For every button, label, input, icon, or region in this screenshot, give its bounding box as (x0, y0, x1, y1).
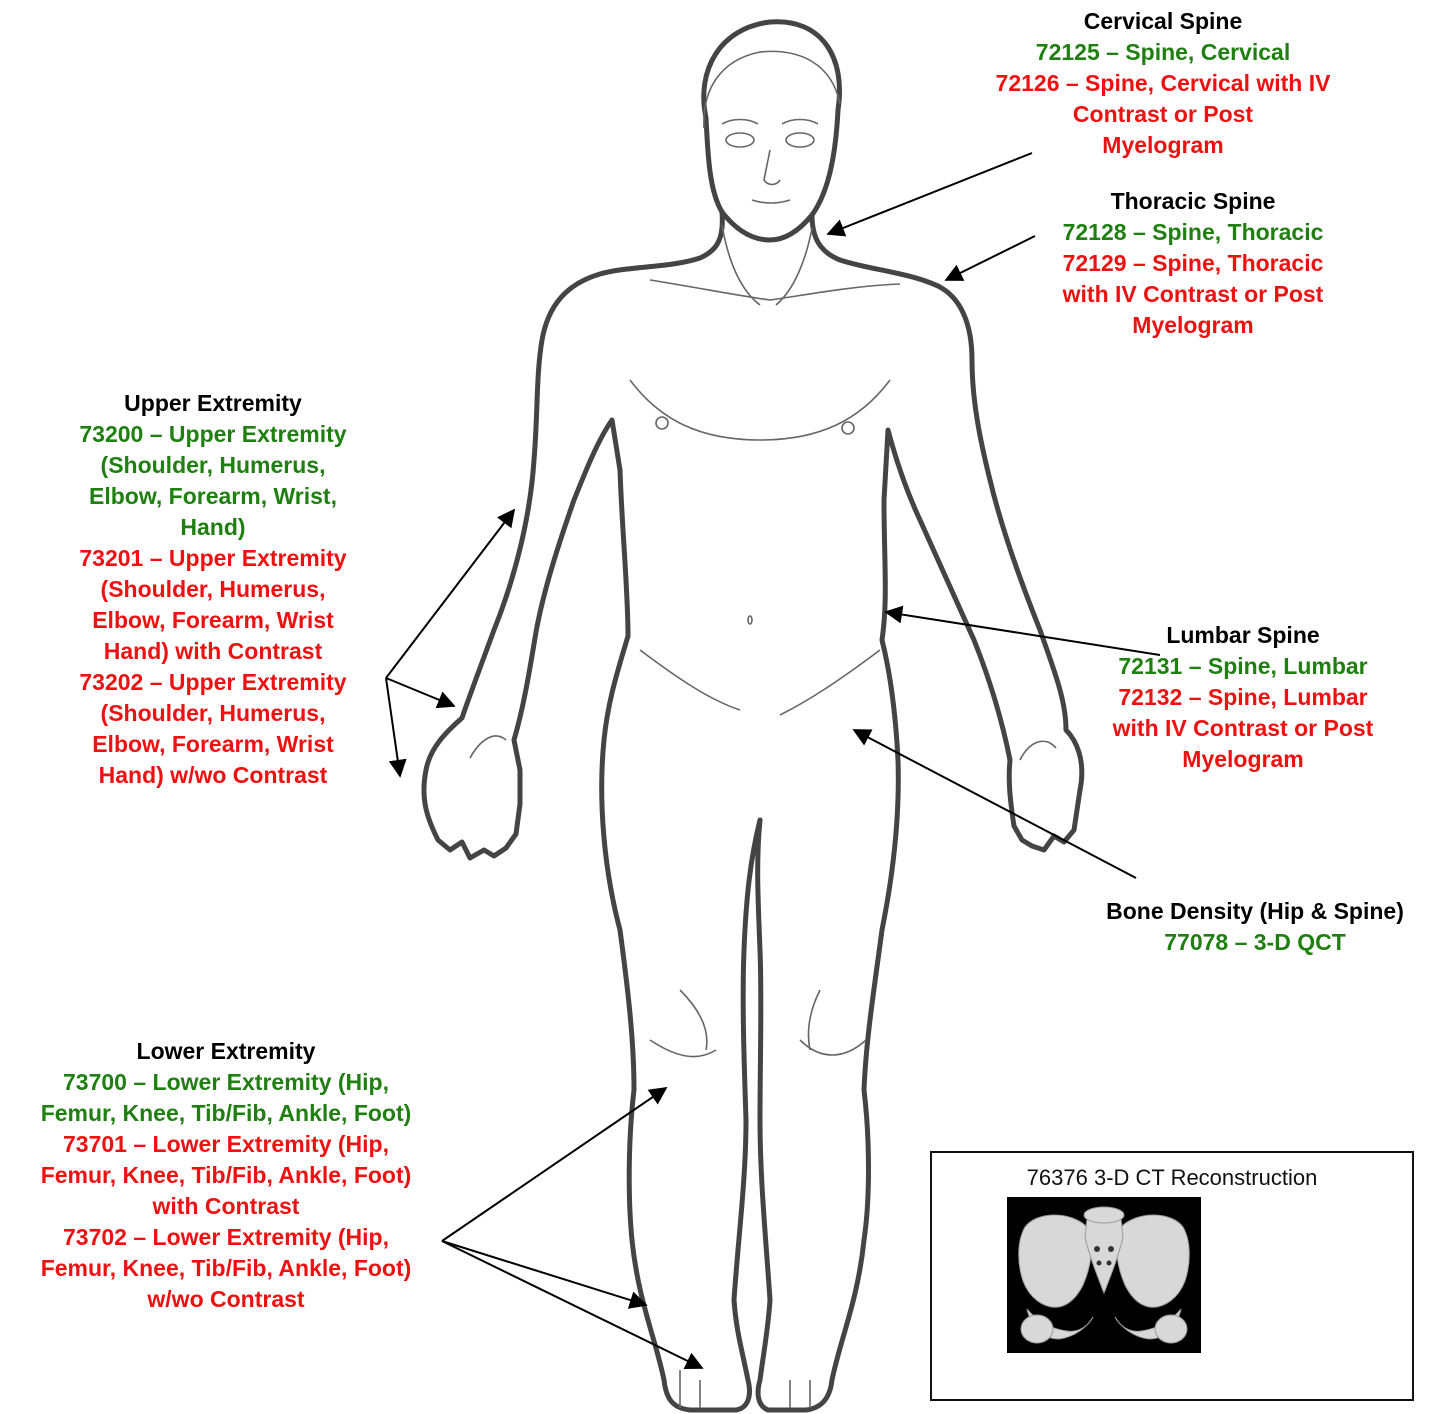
thoracic-heading: Thoracic Spine (1030, 186, 1356, 217)
reconstruction-box: 76376 3-D CT Reconstruction (930, 1151, 1414, 1401)
upper-code-line: Hand) (40, 512, 386, 543)
cervical-code-line: Contrast or Post (960, 99, 1366, 130)
upper-code-line: (Shoulder, Humerus, (40, 574, 386, 605)
left-brow (722, 120, 758, 125)
arrow-upper-3 (386, 678, 400, 776)
upper-code-line: 73200 – Upper Extremity (40, 419, 386, 450)
cervical-code-line: Myelogram (960, 130, 1366, 161)
right-brow (782, 120, 818, 125)
lower-code-line: with Contrast (0, 1191, 452, 1222)
upper-code-line: Elbow, Forearm, Wrist (40, 605, 386, 636)
thoracic-code-line: with IV Contrast or Post (1030, 279, 1356, 310)
thoracic-code-line: Myelogram (1030, 310, 1356, 341)
upper-extremity-block: Upper Extremity 73200 – Upper Extremity(… (40, 388, 386, 791)
lower-extremity-block: Lower Extremity 73700 – Lower Extremity … (0, 1036, 452, 1315)
arrow-lower-3 (442, 1241, 702, 1368)
lower-code-line: w/wo Contrast (0, 1284, 452, 1315)
right-eye (786, 133, 814, 147)
upper-code-line: (Shoulder, Humerus, (40, 698, 386, 729)
hairline (704, 51, 840, 128)
upper-code-line: 73202 – Upper Extremity (40, 667, 386, 698)
mouth (752, 200, 790, 203)
lumbar-code-line: with IV Contrast or Post (1080, 713, 1406, 744)
lumbar-heading: Lumbar Spine (1080, 620, 1406, 651)
lower-heading: Lower Extremity (0, 1036, 452, 1067)
cervical-code-line: 72125 – Spine, Cervical (960, 37, 1366, 68)
upper-code-line: Elbow, Forearm, Wrist, (40, 481, 386, 512)
left-eye (726, 133, 754, 147)
arrow-thoracic (946, 236, 1035, 280)
lumbar-code-line: 72132 – Spine, Lumbar (1080, 682, 1406, 713)
bone-density-code-line: 77078 – 3-D QCT (1070, 927, 1440, 958)
thoracic-code-line: 72129 – Spine, Thoracic (1030, 248, 1356, 279)
upper-code-line: Elbow, Forearm, Wrist (40, 729, 386, 760)
upper-code-line: 73201 – Upper Extremity (40, 543, 386, 574)
upper-code-line: Hand) w/wo Contrast (40, 760, 386, 791)
lumbar-code-line: 72131 – Spine, Lumbar (1080, 651, 1406, 682)
bone-density-block: Bone Density (Hip & Spine) 77078 – 3-D Q… (1070, 896, 1440, 958)
bone-density-heading: Bone Density (Hip & Spine) (1070, 896, 1440, 927)
cervical-heading: Cervical Spine (960, 6, 1366, 37)
arrow-upper-2 (386, 678, 454, 706)
reconstruction-label: 76376 3-D CT Reconstruction (932, 1165, 1412, 1191)
lower-code-line: Femur, Knee, Tib/Fib, Ankle, Foot) (0, 1253, 452, 1284)
left-body-outline (424, 212, 760, 1410)
upper-code-line: (Shoulder, Humerus, (40, 450, 386, 481)
lower-code-line: 73701 – Lower Extremity (Hip, (0, 1129, 452, 1160)
arrow-cervical (828, 153, 1032, 234)
upper-heading: Upper Extremity (40, 388, 386, 419)
lumbar-code-line: Myelogram (1080, 744, 1406, 775)
pelvis-ct-image (1007, 1197, 1201, 1353)
arrow-lower-2 (442, 1241, 646, 1305)
thoracic-code-line: 72128 – Spine, Thoracic (1030, 217, 1356, 248)
cervical-code-line: 72126 – Spine, Cervical with IV (960, 68, 1366, 99)
upper-code-line: Hand) with Contrast (40, 636, 386, 667)
lower-code-line: Femur, Knee, Tib/Fib, Ankle, Foot) (0, 1098, 452, 1129)
nose (764, 150, 780, 185)
arrow-upper-1 (386, 510, 514, 678)
lower-code-line: 73702 – Lower Extremity (Hip, (0, 1222, 452, 1253)
head-outline (704, 22, 840, 240)
lower-code-line: Femur, Knee, Tib/Fib, Ankle, Foot) (0, 1160, 452, 1191)
lower-code-line: 73700 – Lower Extremity (Hip, (0, 1067, 452, 1098)
